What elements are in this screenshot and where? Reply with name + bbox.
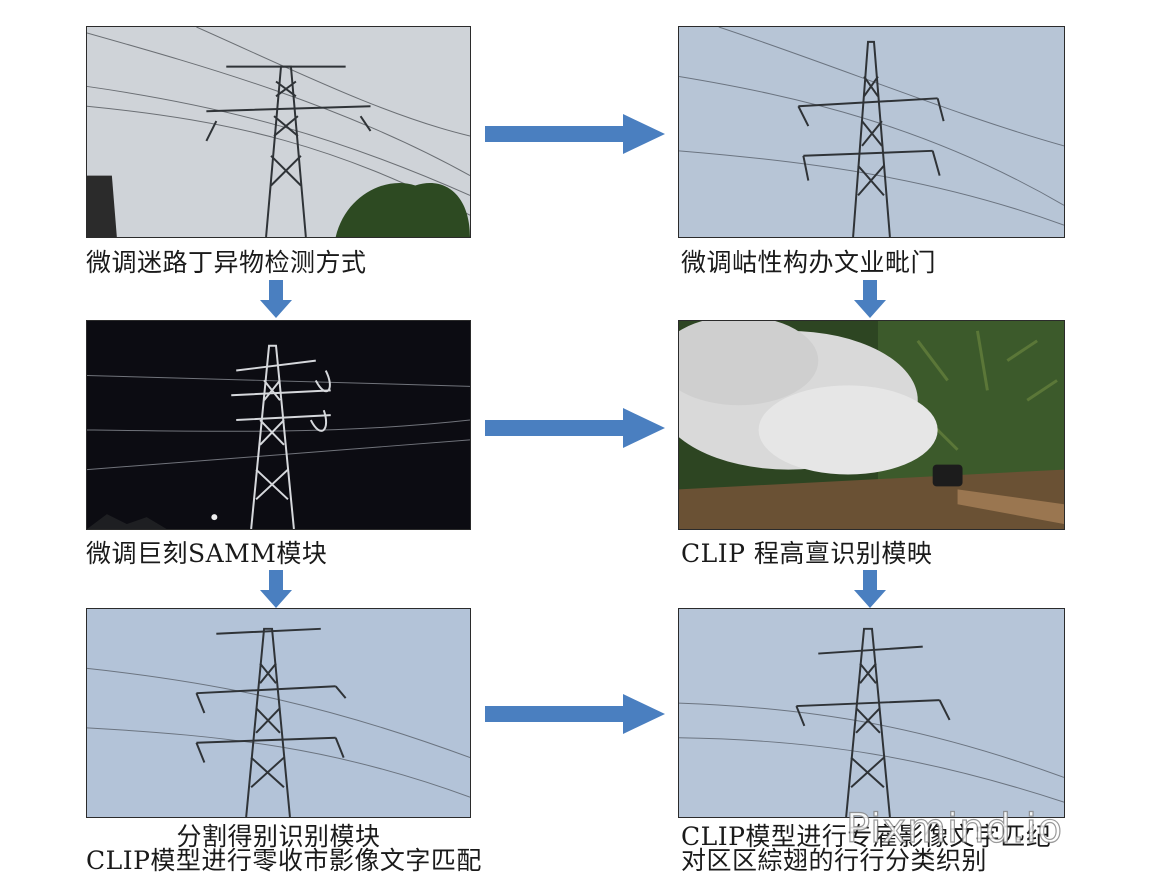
caption-middle-right: CLIP 程高亶识别模映 — [681, 539, 932, 568]
arrow-down-left-1 — [260, 280, 292, 318]
photo-tower-segmentation — [86, 608, 471, 818]
arrow-down-right-2 — [854, 570, 886, 608]
arrow-right-2 — [485, 408, 665, 448]
caption-top-right: 微调岵性构办文业毗门 — [681, 248, 936, 277]
photo-smoke-forest — [678, 320, 1065, 530]
photo-tower-overcast — [86, 26, 471, 238]
caption-top-left: 微调迷路丁异物检测方式 — [86, 248, 367, 277]
arrow-down-left-2 — [260, 570, 292, 608]
caption-middle-left: 微调巨刻SAMM模块 — [86, 539, 327, 568]
watermark-text: Pixmind.io — [846, 806, 1063, 852]
arrow-right-1 — [485, 114, 665, 154]
arrow-down-right-1 — [854, 280, 886, 318]
photo-tower-blue-sky — [678, 26, 1065, 238]
photo-tower-night — [86, 320, 471, 530]
caption-bottom-left-line2: CLIP模型进行零收市影像文字匹配 — [86, 846, 482, 875]
arrow-right-3 — [485, 694, 665, 734]
photo-tower-classification — [678, 608, 1065, 818]
